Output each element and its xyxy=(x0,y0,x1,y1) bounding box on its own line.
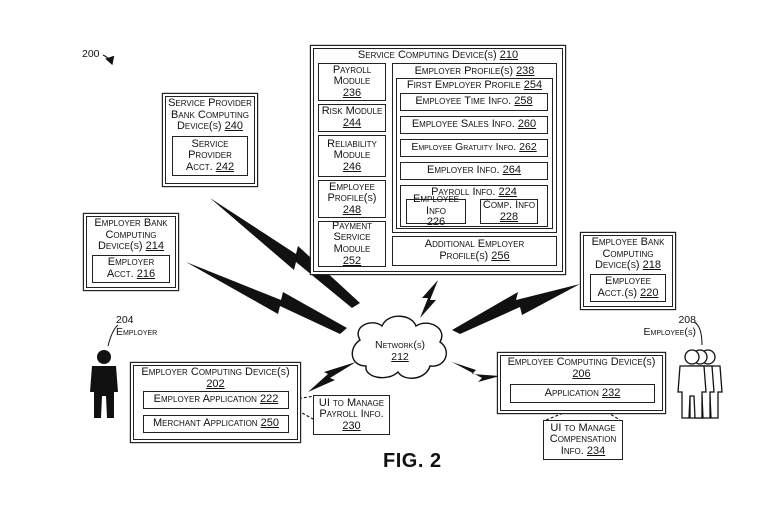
merchant-app-title: Merchant Application xyxy=(153,417,258,429)
employer-account: Employer Acct. 216 xyxy=(92,255,170,283)
employee-time-info-title: Employee Time Info. xyxy=(415,95,511,107)
payment-service-module-num: 252 xyxy=(343,256,361,268)
employer-computing-num: 202 xyxy=(206,379,224,391)
merchant-app-num: 250 xyxy=(261,417,279,429)
payroll-module-title: Payroll Module xyxy=(319,65,385,88)
employee-gratuity-info-title: Employee Gratuity Info. xyxy=(411,141,516,153)
reliability-module-title: Reliability Module xyxy=(319,139,385,162)
first-employer-profile-num: 254 xyxy=(524,79,542,91)
link-employer-computing xyxy=(308,362,356,392)
service-provider-account: Service Provider Acct. 242 xyxy=(172,136,248,176)
employer-profiles-title: Employer Profile(s) xyxy=(415,65,513,77)
link-employee-computing xyxy=(452,362,500,382)
employee-application: Application 232 xyxy=(510,384,655,403)
comp-info-num: 228 xyxy=(500,212,518,224)
employee-sales-info-num: 260 xyxy=(518,118,536,130)
network-num: 212 xyxy=(368,352,432,364)
comp-info: Comp. Info 228 xyxy=(480,199,538,224)
employer-account-num: 216 xyxy=(137,268,155,280)
employee-account: Employee Acct.(s) 220 xyxy=(590,274,666,302)
employee-info: Employee Info 226 xyxy=(406,199,466,224)
employer-app-num: 222 xyxy=(260,393,278,405)
employer-person-icon xyxy=(90,350,118,418)
employer-bank-num: 214 xyxy=(146,240,164,252)
employer-computing-title: Employer Computing Device(s) xyxy=(141,367,289,379)
payment-service-module: Payment Service Module 252 xyxy=(318,221,386,267)
employees-label: 208 Employee(s) xyxy=(634,315,696,338)
service-computing-num: 210 xyxy=(500,49,518,61)
payment-service-module-title: Payment Service Module xyxy=(319,221,385,256)
reliability-module: Reliability Module 246 xyxy=(318,135,386,177)
ui-payroll-title: UI to Manage Payroll Info. xyxy=(319,397,384,421)
employee-info-title: Employee Info xyxy=(407,194,465,217)
employer-label: 204 Employer xyxy=(116,315,157,338)
ui-payroll-num: 230 xyxy=(342,420,360,432)
employee-time-info: Employee Time Info. 258 xyxy=(400,93,548,111)
employee-profiles-module-title: Employee Profile(s) xyxy=(319,182,385,205)
figure-ref: 200 xyxy=(82,49,100,61)
payroll-info-num: 224 xyxy=(499,186,517,198)
payroll-module: Payroll Module 236 xyxy=(318,63,386,101)
payroll-module-num: 236 xyxy=(343,88,361,100)
employee-gratuity-info-num: 262 xyxy=(519,141,537,153)
employee-gratuity-info: Employee Gratuity Info. 262 xyxy=(400,139,548,157)
first-employer-profile-title: First Employer Profile xyxy=(407,79,521,91)
employee-computing-num: 206 xyxy=(572,369,590,381)
employee-app-num: 232 xyxy=(602,387,620,399)
service-provider-bank-num: 240 xyxy=(225,120,243,132)
ui-compensation-num: 234 xyxy=(587,445,605,457)
employee-sales-info: Employee Sales Info. 260 xyxy=(400,116,548,134)
ref-arrow xyxy=(103,55,112,64)
risk-module-num: 244 xyxy=(343,118,361,130)
employee-time-info-num: 258 xyxy=(514,95,532,107)
link-employee-bank xyxy=(452,284,580,334)
reliability-module-num: 246 xyxy=(343,162,361,174)
employer-info: Employer Info. 264 xyxy=(400,162,548,180)
service-computing-title: Service Computing Device(s) xyxy=(358,49,497,61)
risk-module: Risk Module 244 xyxy=(318,104,386,132)
additional-profiles-num: 256 xyxy=(491,250,509,262)
employer-info-title: Employer Info. xyxy=(427,164,500,176)
ui-manage-payroll: UI to Manage Payroll Info. 230 xyxy=(313,395,390,435)
ui-compensation-title: UI to Manage Compensation Info. xyxy=(550,422,616,457)
employee-sales-info-title: Employee Sales Info. xyxy=(412,118,515,130)
employer-app-title: Employer Application xyxy=(154,393,257,405)
employee-bank-num: 218 xyxy=(643,259,661,271)
employee-app-title: Application xyxy=(545,387,599,399)
network-title: Network(s) xyxy=(368,340,432,352)
employee-info-num: 226 xyxy=(427,217,445,229)
additional-employer-profiles: Additional Employer Profile(s) 256 xyxy=(392,236,557,266)
employer-num: 204 xyxy=(116,315,157,327)
employee-profiles-module-num: 248 xyxy=(343,205,361,217)
employee-computing-title: Employee Computing Device(s) xyxy=(508,357,656,369)
employer-info-num: 264 xyxy=(503,164,521,176)
employer-profiles-num: 238 xyxy=(516,65,534,77)
figure-caption: FIG. 2 xyxy=(383,450,442,473)
merchant-application: Merchant Application 250 xyxy=(143,415,289,433)
employee-account-num: 220 xyxy=(640,287,658,299)
ui-manage-compensation: UI to Manage Compensation Info. 234 xyxy=(543,420,623,460)
employer-text: Employer xyxy=(116,327,157,339)
comp-info-title: Comp. Info xyxy=(483,200,535,212)
employees-text: Employee(s) xyxy=(634,327,696,339)
employee-profiles-module: Employee Profile(s) 248 xyxy=(318,180,386,218)
service-provider-account-num: 242 xyxy=(216,161,234,173)
employees-num: 208 xyxy=(634,315,696,327)
network-label: Network(s) 212 xyxy=(368,340,432,363)
employees-person-icon xyxy=(678,350,722,418)
employer-application: Employer Application 222 xyxy=(143,391,289,409)
link-service-computing xyxy=(420,280,438,318)
